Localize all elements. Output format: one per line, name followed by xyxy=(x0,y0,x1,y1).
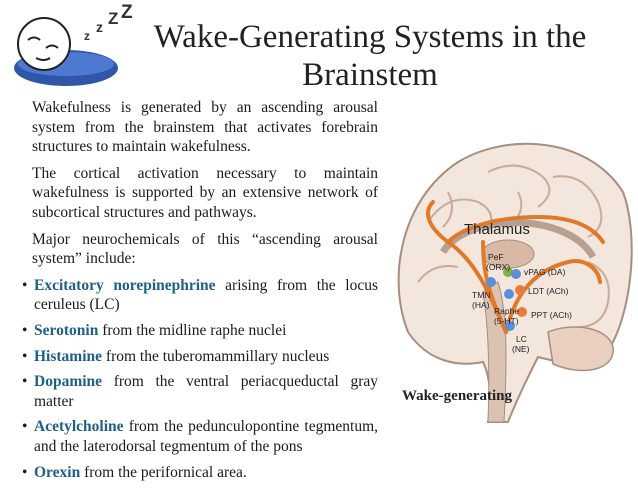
bullet-marker: • xyxy=(22,418,28,436)
svg-text:z: z xyxy=(84,29,90,43)
paragraph-1: Wakefulness is generated by an ascending… xyxy=(32,99,378,156)
label-ppt: PPT (ACh) xyxy=(531,310,572,320)
bullet-marker: • xyxy=(22,463,28,481)
node-raphe xyxy=(504,289,514,299)
node-tmn xyxy=(486,277,496,287)
label-orx: (ORX) xyxy=(486,262,510,272)
node-ldt xyxy=(515,285,525,295)
bullet-text: from the ventral periacqueductal gray ma… xyxy=(34,373,378,410)
label-raphe: Raphe xyxy=(494,306,519,316)
bullet-item: • Excitatory norepinephrine arising from… xyxy=(22,276,378,315)
bullet-marker: • xyxy=(22,276,28,294)
bullet-item: • Histamine from the tuberomammillary nu… xyxy=(22,347,378,367)
label-tmn: TMN xyxy=(472,290,490,300)
sleeping-character-icon: z z Z Z xyxy=(6,2,146,94)
node-lc xyxy=(505,321,515,331)
node-ppt xyxy=(517,307,527,317)
bullet-text: from the tuberomammillary nucleus xyxy=(102,347,330,365)
bullet-term: Histamine xyxy=(34,347,103,365)
brain-outline xyxy=(397,142,633,423)
label-vpag: vPAG (DA) xyxy=(524,267,566,277)
slide-title: Wake-Generating Systems in the Brainstem xyxy=(153,19,587,93)
bullet-item: • Orexin from the perifornical area. xyxy=(22,463,378,483)
bullet-marker: • xyxy=(22,373,28,391)
bullet-text: arising from the locus ceruleus (LC) xyxy=(34,276,378,314)
bullet-term: Serotonin xyxy=(34,321,99,339)
bullet-text: from the pedunculopontine tegmentum, and… xyxy=(34,418,378,455)
cerebellum xyxy=(547,326,614,372)
bullet-text: from the perifornical area. xyxy=(80,463,247,481)
bullet-text: from the midline raphe nuclei xyxy=(98,321,287,339)
paragraph-3: Major neurochemicals of this “ascending … xyxy=(32,230,378,268)
bullet-item: • Dopamine from the ventral periacqueduc… xyxy=(22,372,378,411)
bullet-item: • Serotonin from the midline raphe nucle… xyxy=(22,321,378,341)
node-vpag xyxy=(511,269,521,279)
label-pef: PeF xyxy=(488,252,504,262)
label-lc: LC xyxy=(516,334,527,344)
figure-caption: Wake-generating xyxy=(402,388,512,404)
svg-text:Z: Z xyxy=(121,4,133,23)
brain-diagram: Thalamus PeF (ORX) vPAG (DA) TMN (HA) LD… xyxy=(388,132,634,432)
label-thalamus: Thalamus xyxy=(464,221,530,238)
label-ldt: LDT (ACh) xyxy=(528,286,569,296)
svg-text:Z: Z xyxy=(108,9,118,28)
slide-body: Wakefulness is generated by an ascending… xyxy=(22,98,378,488)
node-pef xyxy=(503,267,513,277)
bullet-term: Orexin xyxy=(34,463,81,481)
bullet-marker: • xyxy=(22,347,28,365)
label-5ht: (5-HT) xyxy=(494,316,519,326)
bullet-term: Dopamine xyxy=(34,373,103,391)
bullet-item: • Acetylcholine from the pedunculopontin… xyxy=(22,417,378,456)
label-ha: (HA) xyxy=(472,300,490,310)
bullet-term: Excitatory norepinephrine xyxy=(34,276,216,294)
bullet-marker: • xyxy=(22,321,28,339)
paragraph-2: The cortical activation necessary to mai… xyxy=(32,164,378,221)
bullet-term: Acetylcholine xyxy=(34,418,124,436)
label-ne: (NE) xyxy=(512,344,530,354)
svg-text:z: z xyxy=(96,19,103,35)
